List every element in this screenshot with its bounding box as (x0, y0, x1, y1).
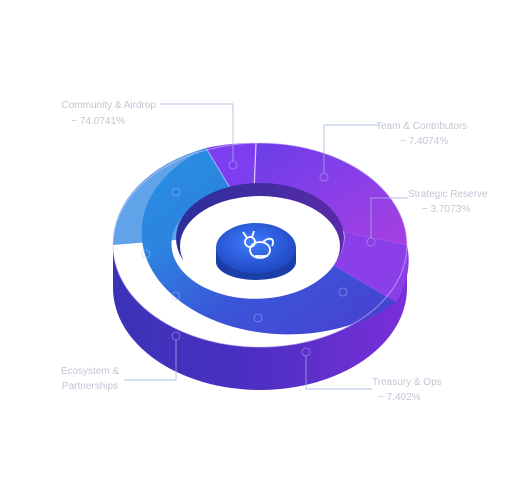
label-team-value: ~ 7.4074% (400, 136, 448, 147)
bee-icon (242, 230, 274, 259)
leader-lines (124, 103, 408, 390)
label-reserve-value: ~ 3.7073% (422, 204, 470, 215)
center-logo (216, 223, 296, 280)
slice-reserve[interactable] (254, 142, 407, 245)
donut-side-wall (113, 245, 407, 390)
label-treasury-value: ~ 7.402% (378, 392, 421, 403)
slice-ecosystem[interactable] (112, 148, 232, 245)
label-ecosystem-name-2: Partnerships (62, 381, 118, 392)
label-community-name: Community & Airdrop (62, 100, 157, 111)
label-team-name: Team & Contributors (376, 121, 467, 132)
label-ecosystem-name-1: Ecosystem & (61, 366, 120, 377)
slice-team[interactable] (206, 142, 256, 192)
label-reserve-name: Strategic Reserve (408, 189, 488, 200)
slice-treasury[interactable] (333, 232, 409, 302)
slice-labels: Community & Airdrop ~ 74.0741% Team & Co… (61, 100, 488, 403)
label-community-value: ~ 74.0741% (71, 116, 125, 127)
label-treasury-name: Treasury & Ops (372, 377, 442, 388)
